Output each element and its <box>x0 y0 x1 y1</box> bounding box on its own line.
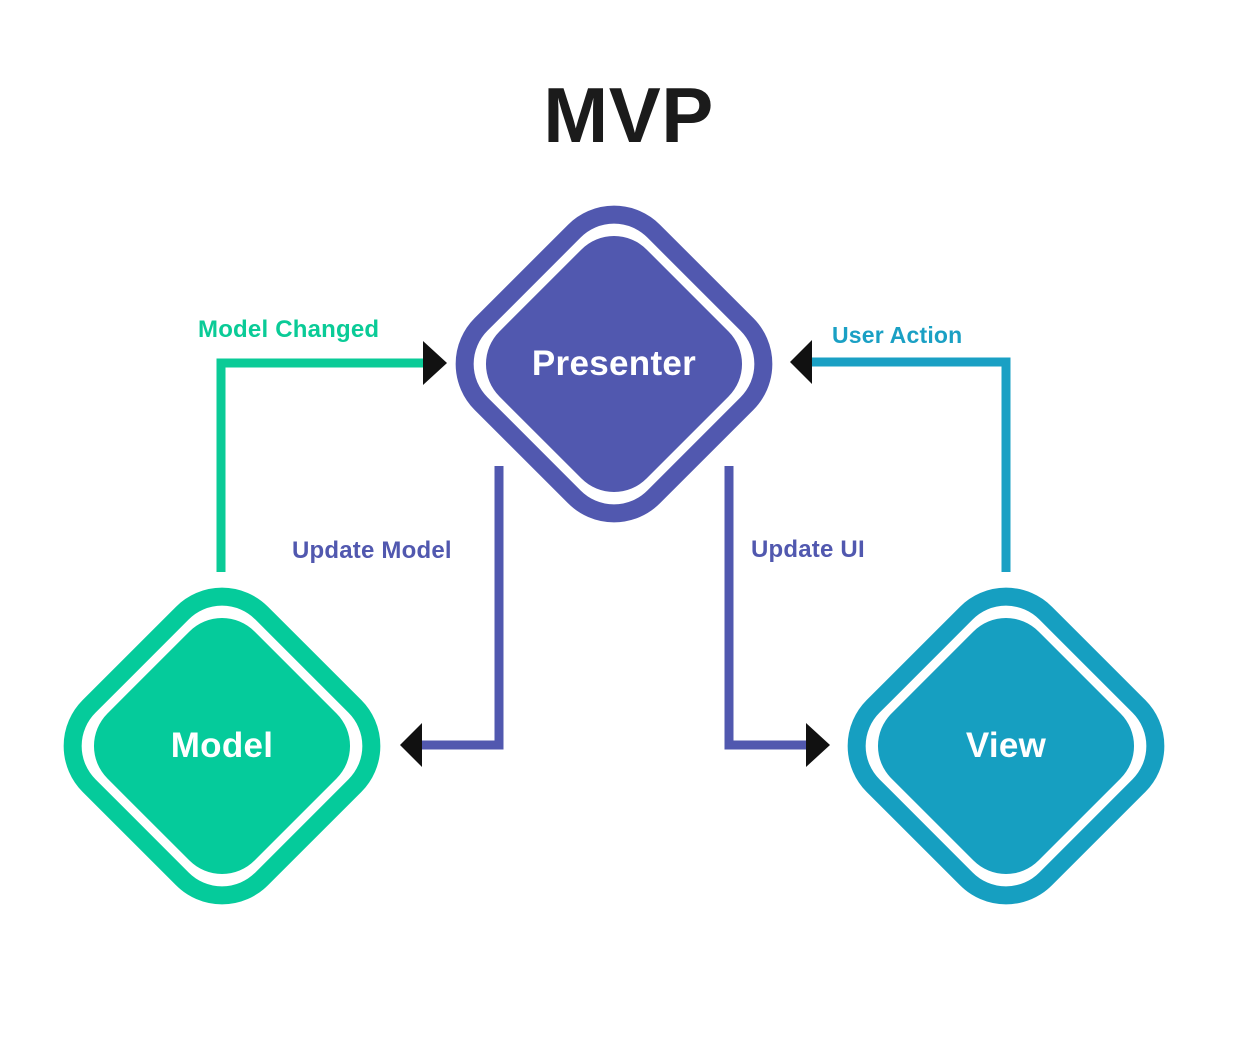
edge-update-model-line <box>414 466 504 750</box>
edge-update-model <box>400 466 504 767</box>
edge-label-user-action: User Action <box>832 322 963 348</box>
edge-user-action-line <box>804 357 1011 572</box>
edge-update-model-arrowhead <box>400 723 422 767</box>
edge-update-ui-arrowhead <box>806 723 830 767</box>
model-outer-ring <box>63 587 381 905</box>
edge-label-model-changed: Model Changed <box>198 316 380 343</box>
edge-model-changed <box>216 341 447 572</box>
edge-label-update-ui: Update UI <box>751 536 865 563</box>
presenter-outer-ring <box>455 205 773 523</box>
view-core <box>877 617 1135 875</box>
edge-model-changed-arrowhead <box>423 341 447 385</box>
edge-model-changed-line <box>216 358 432 572</box>
edge-user-action <box>790 340 1011 572</box>
edge-label-update-model: Update Model <box>292 537 452 564</box>
node-view[interactable]: View <box>840 580 1172 912</box>
model-diamond-shape <box>63 587 381 905</box>
edge-user-action-arrowhead <box>790 340 812 384</box>
edge-update-ui-line <box>724 466 814 750</box>
node-presenter[interactable]: Presenter <box>448 198 780 530</box>
node-model[interactable]: Model <box>56 580 388 912</box>
presenter-diamond-shape <box>455 205 773 523</box>
edge-update-ui <box>724 466 830 767</box>
view-outer-ring <box>847 587 1165 905</box>
model-core <box>93 617 351 875</box>
presenter-core <box>485 235 743 493</box>
page-title: MVP <box>543 71 714 159</box>
view-diamond-shape <box>847 587 1165 905</box>
